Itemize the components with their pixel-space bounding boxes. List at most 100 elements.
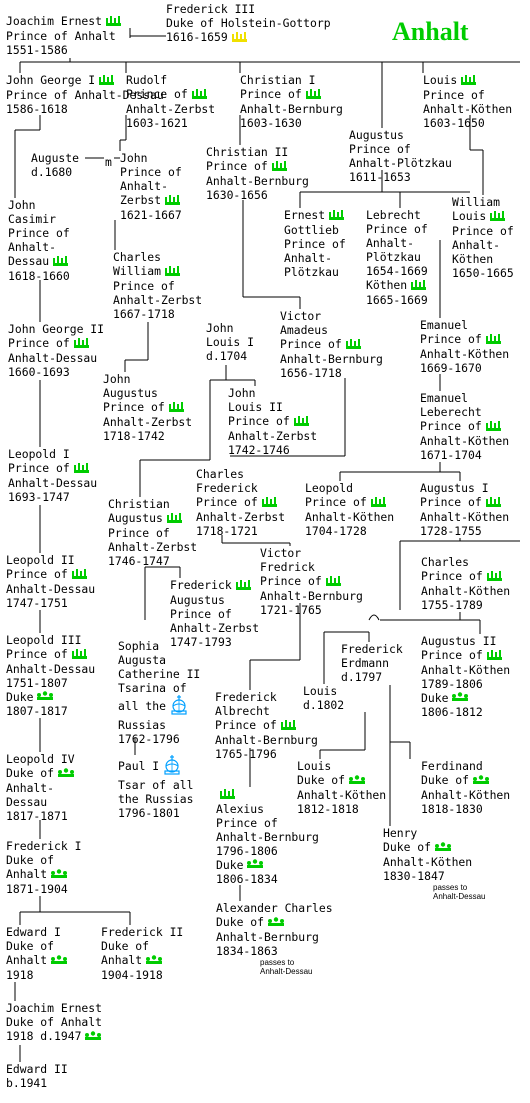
person-line: 1621-1667 (120, 207, 182, 222)
person-line: 1818-1830 (421, 801, 483, 816)
person-line: Prince of Anhalt (6, 28, 116, 43)
person-line: Alexander Charles (216, 901, 333, 915)
person-line: 1796-1806 (216, 843, 278, 858)
person-line: John (228, 386, 256, 400)
person-line: Prince of (420, 332, 509, 347)
person-line: Anhalt-Bernburg (240, 101, 343, 116)
person-line: Zerbst (120, 193, 182, 208)
person-line: Anhalt-Plötzkau (349, 156, 452, 170)
person-line: Anhalt-Zerbst (126, 101, 216, 116)
person-line: d.1802 (303, 698, 345, 712)
prince-crown-icon (486, 649, 504, 663)
person-line: 1747-1751 (6, 595, 68, 610)
person-line: Henry (383, 826, 418, 840)
duke-crown-icon (57, 767, 75, 781)
prince-crown-icon (191, 88, 209, 102)
prince-crown-icon (370, 496, 388, 510)
person-line: Prince of (284, 236, 346, 251)
person-line: Anhalt- (366, 236, 415, 250)
person-line: Anhalt-Köthen (383, 854, 473, 869)
note-line: passes to (433, 883, 468, 892)
person-line: Frederick III (166, 2, 256, 16)
duke-crown-icon (246, 858, 264, 872)
person-line: 1603-1630 (240, 115, 302, 130)
person-line: Erdmann (341, 656, 390, 670)
person-line: William (452, 195, 501, 209)
person-line: William (113, 264, 202, 279)
duke-crown-icon (50, 868, 68, 882)
person-line: Dessau (8, 254, 70, 269)
person-line: Catherine II (118, 667, 201, 681)
person-line: Tsarina of (118, 681, 187, 695)
person-line: Alexius (216, 801, 265, 816)
duke-crown-icon (451, 691, 469, 705)
prince-crown-icon (52, 255, 70, 269)
person-line: Leopold (305, 481, 354, 495)
person-line: 1747-1793 (170, 634, 232, 649)
person-line: Prince of (280, 337, 383, 352)
prince-crown-icon (219, 788, 237, 802)
person-line: Prince of (108, 525, 170, 540)
person-line: Prince of (8, 226, 70, 240)
prince-crown-icon (73, 462, 91, 476)
prince-crown-icon (293, 415, 311, 429)
person-line: Auguste (31, 151, 80, 165)
person-line: John (8, 198, 36, 212)
person-line: Louis (303, 684, 338, 698)
person-line: Emanuel (420, 391, 469, 405)
note-line: Anhalt-Dessau (433, 892, 486, 901)
person-line: 1616-1659 (166, 30, 331, 45)
duke-crown-icon (472, 774, 490, 788)
duke-crown-icon (348, 774, 366, 788)
person-line: Tsar of all (118, 778, 194, 792)
person-line: 1904-1918 (101, 967, 163, 982)
prince-crown-icon (325, 575, 343, 589)
person-line: Prince of (103, 400, 192, 415)
person-line: Anhalt- (284, 250, 333, 265)
person-line: Prince of (206, 159, 309, 174)
person-line: Anhalt-Dessau (6, 661, 96, 676)
prince-crown-icon (485, 333, 503, 347)
person-line: 1746-1747 (108, 553, 170, 568)
person-line: Köthen (366, 278, 428, 293)
person-line: 1742-1746 (228, 442, 290, 457)
person-line: Frederick I (6, 839, 82, 853)
person-line: Anhalt-Köthen (421, 583, 511, 598)
person-line: Anhalt- (452, 237, 501, 252)
person-line: Prince of (420, 495, 509, 510)
person-line: 1762-1796 (118, 732, 180, 746)
prince-crown-icon (71, 568, 89, 582)
person-line: 1728-1755 (420, 523, 482, 538)
person-line: 1611-1653 (349, 170, 411, 184)
person-line: Anhalt (101, 953, 183, 968)
person-line: 1718-1742 (103, 428, 165, 443)
person-line: 1812-1818 (297, 801, 359, 816)
person-line: 1918 (6, 967, 34, 982)
prince-crown-icon (345, 338, 363, 352)
prince-crown-icon (71, 648, 89, 662)
person-line: Prince of (366, 222, 428, 236)
prince-crown-icon (485, 496, 503, 510)
person-line: Leopold II (6, 553, 75, 567)
prince-crown-icon (105, 15, 123, 29)
person-line: Frederick (215, 690, 277, 704)
person-line: Anhalt-Zerbst (108, 539, 198, 554)
person-line: Anhalt-Bernburg (215, 732, 318, 747)
person-line: 1796-1801 (118, 806, 180, 820)
person-line: Louis (452, 209, 514, 224)
